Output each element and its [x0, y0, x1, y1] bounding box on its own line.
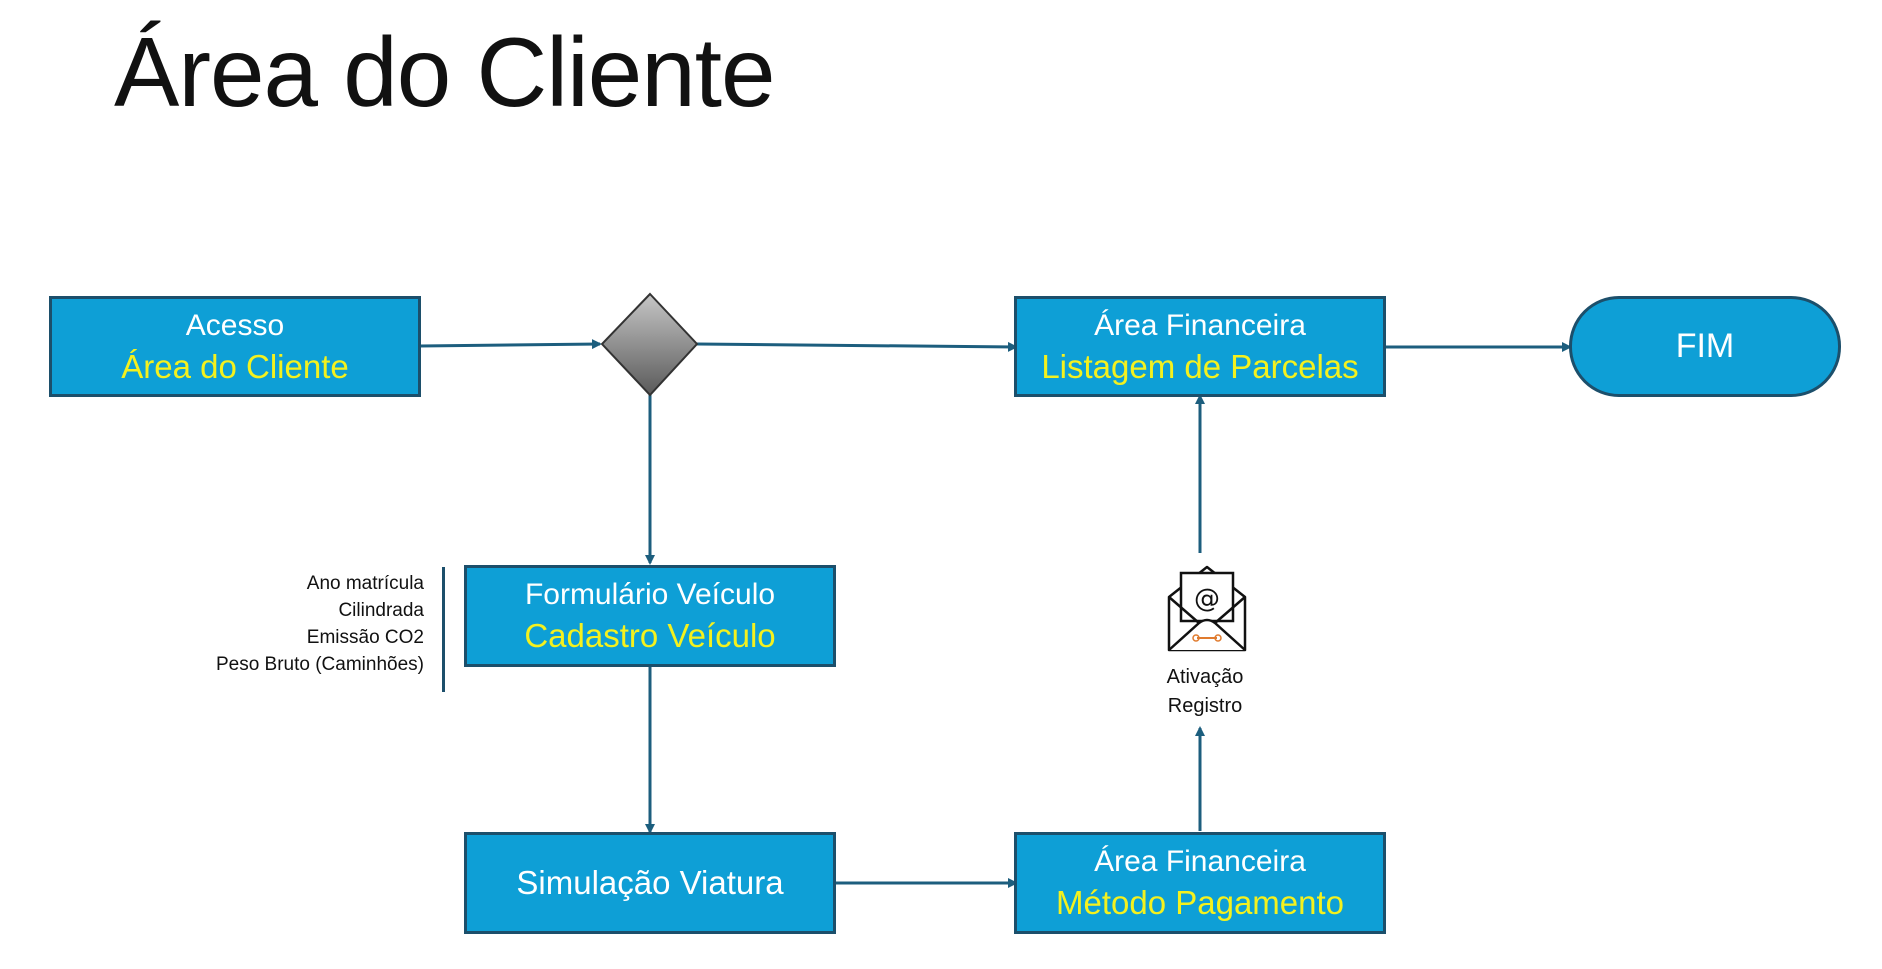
node-metodo-line1: Área Financeira: [1094, 845, 1306, 878]
svg-text:@: @: [1194, 584, 1220, 614]
node-area-financeira-metodo: Área Financeira Método Pagamento: [1014, 832, 1386, 934]
page-title: Área do Cliente: [114, 17, 776, 127]
activation-line2: Registro: [1167, 695, 1243, 717]
vehicle-field-item: Emissão CO2: [306, 627, 424, 648]
activation-caption: Ativação Registro: [1130, 663, 1280, 721]
email-envelope-icon: @: [1167, 565, 1247, 652]
activation-line1: Ativação: [1166, 666, 1244, 688]
node-fim-terminal: FIM: [1569, 296, 1841, 397]
vehicle-field-item: Cilindrada: [338, 600, 424, 621]
vehicle-field-item: Ano matrícula: [306, 573, 424, 594]
connector-acesso-to-decision: [419, 339, 602, 350]
vehicle-field-bracket: [442, 567, 445, 692]
decision-diamond: [600, 292, 699, 397]
node-formulario-line1: Formulário Veículo: [524, 578, 776, 611]
node-listagem-line1: Área Financeira: [1094, 308, 1306, 342]
node-listagem-line2: Listagem de Parcelas: [1041, 347, 1359, 385]
node-metodo-line2: Método Pagamento: [1055, 884, 1345, 921]
node-fim-label: FIM: [1675, 327, 1735, 365]
node-formulario-line2: Cadastro Veículo: [524, 617, 776, 654]
node-acesso-line2: Área do Cliente: [121, 347, 349, 385]
vehicle-field-item: Peso Bruto (Caminhões): [215, 654, 424, 675]
node-simulacao-viatura: Simulação Viatura: [464, 832, 836, 934]
connector-decision-to-listagem: [696, 341, 1018, 352]
node-acesso-area-cliente: Acesso Área do Cliente: [49, 296, 421, 397]
node-acesso-line1: Acesso: [185, 308, 285, 342]
node-area-financeira-listagem: Área Financeira Listagem de Parcelas: [1014, 296, 1386, 397]
node-formulario-veiculo: Formulário Veículo Cadastro Veículo: [464, 565, 836, 667]
node-simulacao-label: Simulação Viatura: [516, 864, 784, 901]
vehicle-field-list: Ano matrícula Cilindrada Emissão CO2 Pes…: [160, 570, 424, 678]
